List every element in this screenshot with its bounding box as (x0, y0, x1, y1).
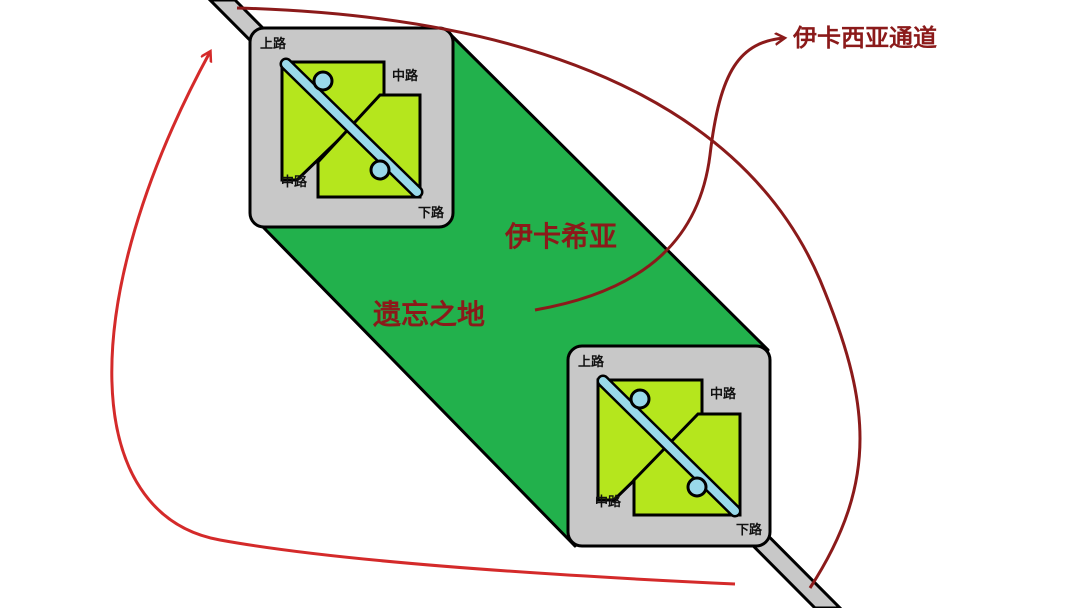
route-arrow-left-up (110, 52, 736, 586)
passage-pointer-arrow (534, 38, 784, 312)
minimap-bottom (566, 344, 772, 548)
label-mid-road-1b: 中路 (281, 174, 308, 190)
minimap-top (248, 26, 455, 229)
label-bot-road-1: 下路 (418, 205, 445, 221)
label-mid-road-2a: 中路 (710, 386, 737, 402)
label-icathia: 伊卡希亚 (504, 220, 617, 253)
label-top-road-2: 上路 (578, 354, 605, 370)
label-top-road-1: 上路 (260, 36, 287, 52)
label-icathia-passage: 伊卡西亚通道 (792, 24, 937, 52)
label-mid-road-1a: 中路 (392, 68, 419, 84)
route-arrow-right-down (236, 6, 862, 589)
label-bot-road-2: 下路 (736, 522, 763, 538)
label-mid-road-2b: 中路 (595, 494, 622, 510)
label-forgotten-land: 遗忘之地 (373, 298, 485, 331)
